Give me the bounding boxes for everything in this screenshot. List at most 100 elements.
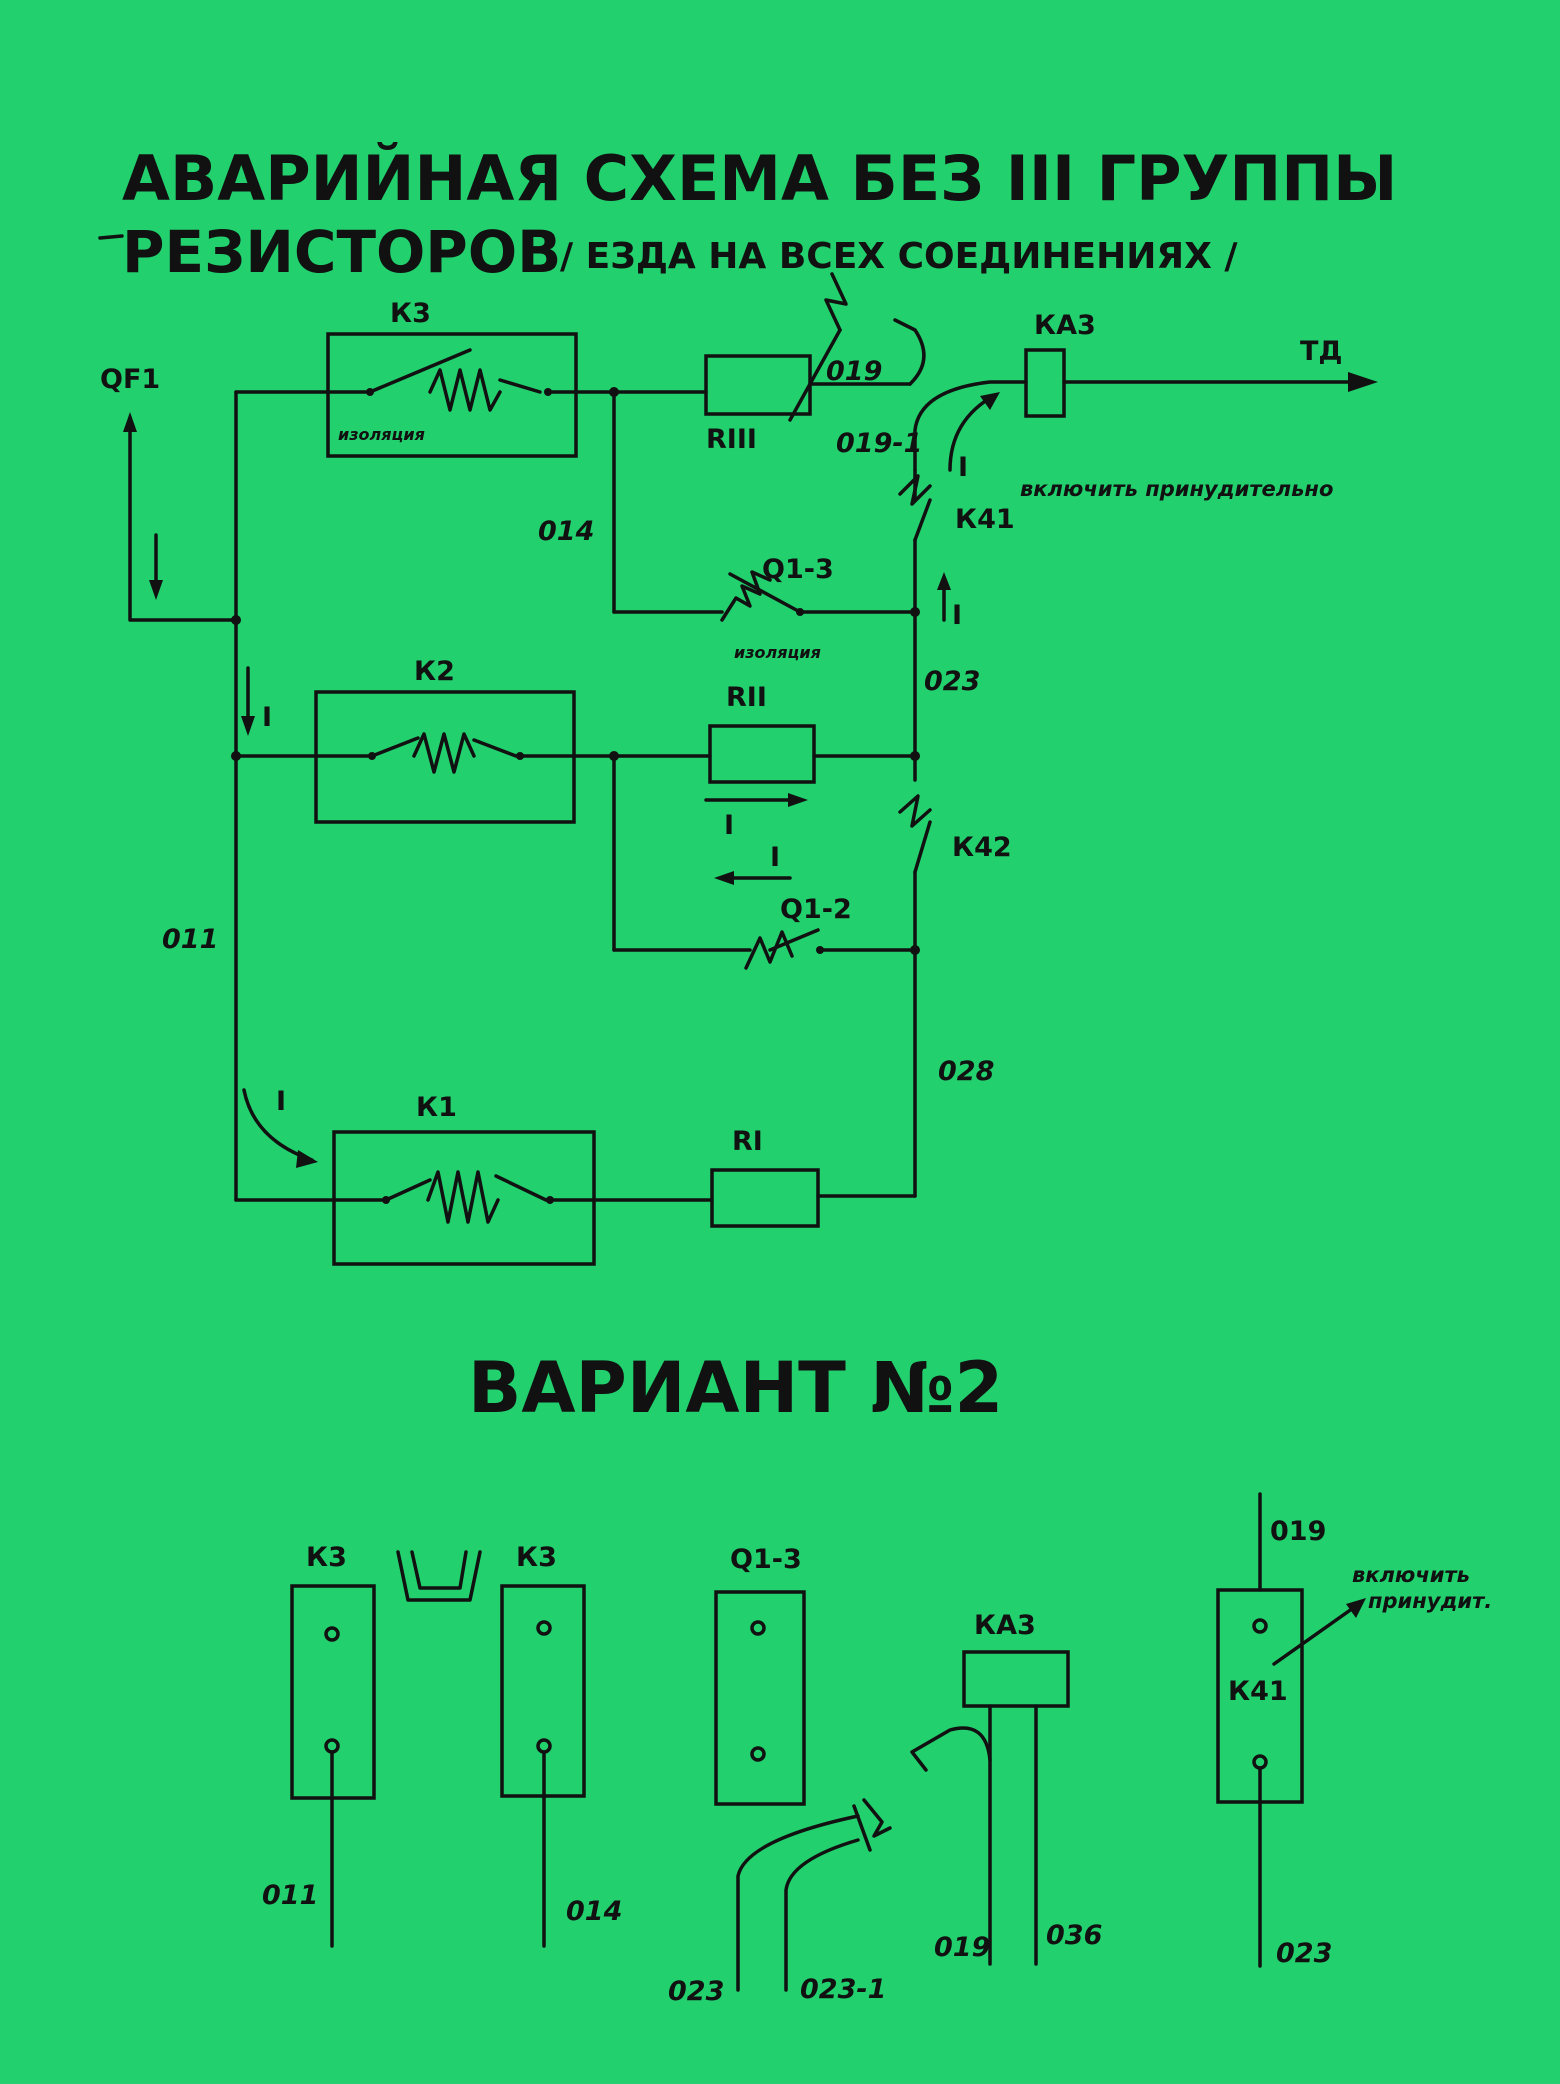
terminal-hole (750, 1620, 766, 1636)
label-td: ТД (1300, 336, 1342, 367)
label-wire-023: 023 (1276, 1938, 1332, 1969)
arc-chute (426, 1170, 500, 1224)
label-k3a: К3 (306, 1542, 347, 1573)
label-wire-011: 011 (262, 1880, 318, 1911)
label-q1-3: Q1-3 (730, 1544, 802, 1575)
wire-023 (736, 1814, 860, 1992)
contact-blade (368, 348, 472, 394)
title-dash (98, 234, 124, 240)
label-r3: RIII (706, 424, 757, 455)
terminal-q1-3 (714, 1590, 806, 1806)
break-mark (852, 1804, 872, 1852)
wire-023-1 (784, 1838, 860, 1992)
wire-qf1 (128, 418, 238, 622)
label-current: I (724, 810, 734, 841)
label-wire-019-top: 019 (1270, 1516, 1326, 1547)
label-isolation-k3: изоляция (338, 425, 425, 444)
arc-q1-2 (744, 930, 794, 970)
label-qf1: QF1 (100, 364, 160, 395)
contact-k41 (913, 498, 932, 542)
current-arrow-head (937, 572, 951, 590)
label-wire-014: 014 (566, 1896, 622, 1927)
resistor-r3-diagonal (788, 328, 842, 422)
resistor-r1 (710, 1168, 820, 1228)
arc-chute (428, 368, 502, 412)
disconnected-hook (893, 318, 926, 386)
scheme-1: QF1 011 К3 изоляция RIII 019 019-1 (100, 272, 1378, 1266)
label-q1-3: Q1-3 (762, 554, 834, 585)
jumper-outer (396, 1550, 482, 1602)
label-k41: К41 (1228, 1676, 1288, 1707)
label-wire-019: 019 (826, 356, 882, 387)
disconnected-hook (910, 1726, 992, 1772)
title-line1: АВАРИЙНАЯ СХЕМА БЕЗ III ГРУППЫ (122, 142, 1397, 215)
current-arrow-head (296, 1150, 318, 1168)
contact-blade (494, 1174, 548, 1202)
label-wire-019-1: 019-1 (836, 428, 922, 459)
label-ka3: КА3 (974, 1610, 1036, 1641)
label-q1-2: Q1-2 (780, 894, 852, 925)
coil-ka3 (962, 1650, 1070, 1708)
current-arrow-head (980, 392, 1000, 410)
contact-blade (472, 738, 518, 758)
label-current: I (276, 1086, 286, 1117)
label-ka3: КА3 (1034, 310, 1096, 341)
label-k1: К1 (416, 1092, 457, 1123)
title-line2: РЕЗИСТОРОВ (122, 218, 561, 286)
contact-blade (384, 1178, 432, 1202)
contact-q1-3 (728, 572, 802, 614)
scheme-2: К3 011 К3 014 Q1-3 023 023-1 КА3 019 (262, 1492, 1492, 2007)
label-isolation-q1-3: изоляция (734, 643, 821, 662)
label-force-on-1: включить (1352, 1563, 1470, 1587)
label-wire-019: 019 (934, 1932, 990, 1963)
label-wire-023-1: 023-1 (800, 1974, 886, 2005)
box-k1 (332, 1130, 596, 1266)
current-arrow-head (241, 716, 255, 736)
label-r1: RI (732, 1126, 763, 1157)
label-wire-014: 014 (538, 516, 594, 547)
terminal-hole (750, 1746, 766, 1762)
label-current: I (952, 600, 962, 631)
terminal-hole (536, 1738, 552, 1754)
resistor-r3 (704, 354, 812, 416)
current-arrow-head (714, 871, 734, 885)
arrow-up-qf1 (123, 412, 137, 432)
label-k41: К41 (955, 504, 1015, 535)
force-arrow-stem (1272, 1604, 1358, 1666)
contact-q1-2 (768, 928, 820, 952)
label-r2: RII (726, 682, 767, 713)
node (231, 615, 241, 625)
label-wire-023: 023 (924, 666, 980, 697)
terminal-hole (536, 1620, 552, 1636)
break-mark (862, 1798, 892, 1838)
terminal-hole (1252, 1618, 1268, 1634)
arrow-down-head (149, 580, 163, 600)
terminal-hole (324, 1626, 340, 1642)
label-k3b: К3 (516, 1542, 557, 1573)
coil-ka3 (1024, 348, 1066, 418)
force-arrow-head (1346, 1598, 1366, 1618)
terminal-hole (324, 1738, 340, 1754)
resistor-r2 (708, 724, 816, 784)
arc-q1-3 (720, 570, 772, 622)
contact-blade (498, 378, 542, 394)
wire-019-1 (913, 380, 1028, 472)
title-note: / ЕЗДА НА ВСЕХ СОЕДИНЕНИЯХ / (560, 236, 1238, 277)
contact-blade (370, 736, 420, 758)
label-wire-036: 036 (1046, 1920, 1102, 1951)
break-symbol (824, 272, 848, 332)
label-wire-028: 028 (938, 1056, 994, 1087)
label-k3: К3 (390, 298, 431, 329)
label-force-on-2: принудит. (1368, 1589, 1492, 1613)
box-k3 (326, 332, 578, 458)
label-wire-011: 011 (162, 924, 218, 955)
jumper-inner (410, 1550, 468, 1590)
label-current: I (958, 452, 968, 483)
variant-title: ВАРИАНТ №2 (468, 1347, 1003, 1429)
label-current: I (770, 842, 780, 873)
arrow-td (1348, 372, 1378, 392)
label-force-on: включить принудительно (1020, 477, 1333, 501)
label-k2: К2 (414, 656, 455, 687)
label-k42: К42 (952, 832, 1012, 863)
